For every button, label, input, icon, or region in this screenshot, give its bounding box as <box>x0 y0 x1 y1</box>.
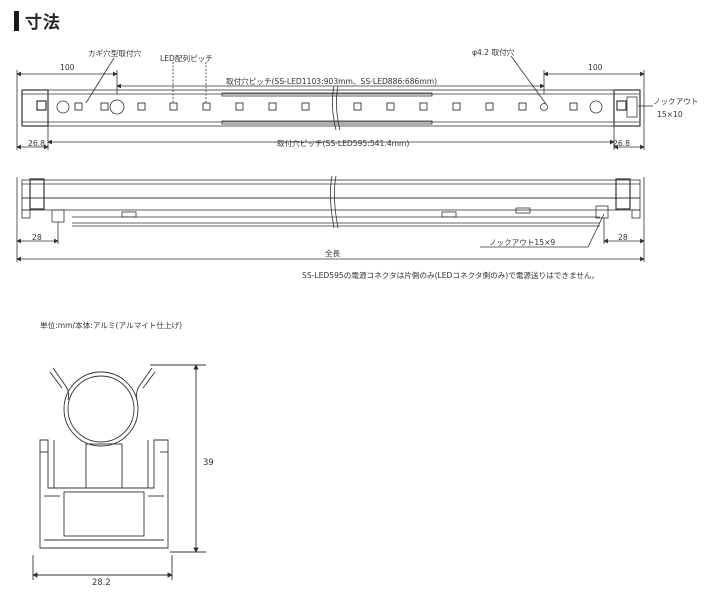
label-28-left: 28 <box>32 233 42 242</box>
side-clip-left <box>51 209 65 223</box>
leader-knockout-side <box>480 213 605 248</box>
side-clip-right <box>595 205 609 219</box>
label-pitch-bottom: 取付穴ピッチ(SS-LED595:541.4mm) <box>277 138 409 148</box>
unit-text: 単位:mm/本体:アルミ(アルマイト仕上げ) <box>40 320 182 330</box>
side-bracket-3 <box>515 207 531 214</box>
knockout-top <box>626 96 638 118</box>
label-height-39: 39 <box>203 457 214 467</box>
label-pitch-top: 取付穴ピッチ(SS-LED1103:903mm、SS-LED886:686mm) <box>226 76 437 86</box>
label-26-8-left: 26.8 <box>28 139 45 148</box>
keyhole-right <box>589 100 603 114</box>
label-26-8-right: 26.8 <box>613 139 630 148</box>
keyhole-left <box>56 100 70 114</box>
label-100-right: 100 <box>588 63 603 72</box>
side-bracket-1 <box>121 211 137 218</box>
connector-left <box>36 100 47 111</box>
end-cap-left <box>21 89 49 127</box>
strip-top <box>221 92 433 97</box>
center-channel <box>85 443 123 489</box>
section-title: 寸法 <box>14 8 61 33</box>
side-cap-right <box>615 178 631 210</box>
clip-arm-right <box>135 367 153 401</box>
side-foot-left <box>21 209 31 219</box>
side-break-b <box>334 175 339 229</box>
side-bracket-2 <box>441 211 457 218</box>
label-knockout-top-1: ノックアウト <box>653 97 698 106</box>
strip-bottom <box>221 120 433 125</box>
leader-keyhole <box>85 57 115 104</box>
title-marker <box>14 10 19 31</box>
side-view <box>16 175 645 262</box>
break-mark-a <box>332 85 337 131</box>
label-knockout-side: ノックアウト15×9 <box>489 238 555 247</box>
side-break-a <box>330 175 335 229</box>
led-row <box>74 102 578 111</box>
label-100-left: 100 <box>60 63 75 72</box>
lens-circle <box>63 371 139 447</box>
section-title-text: 寸法 <box>25 13 61 33</box>
note-text: SS-LED595の電源コネクタは片側のみ(LEDコネクタ側のみ)で電源送りはで… <box>302 270 599 280</box>
body-profile <box>39 439 169 549</box>
break-mark-b <box>336 85 341 131</box>
label-width-28-2: 28.2 <box>92 577 111 587</box>
mount-hole-right <box>540 103 548 111</box>
label-28-right: 28 <box>618 233 628 242</box>
label-knockout-top-2: 15×10 <box>657 110 683 119</box>
label-hole-dia: φ4.2 取付穴 <box>472 47 515 57</box>
side-foot-right <box>631 209 641 219</box>
leader-hole <box>510 55 547 105</box>
connector-right <box>616 100 627 111</box>
cross-section <box>32 364 206 580</box>
lower-cavity <box>63 491 145 537</box>
label-keyhole: カギ穴型取付穴 <box>88 48 142 58</box>
side-cap-left <box>29 178 45 210</box>
top-view <box>16 55 653 150</box>
label-led-pitch: LED配列ピッチ <box>160 53 213 63</box>
end-cap-right <box>613 89 641 127</box>
keyhole-left-2 <box>109 99 125 115</box>
label-total-length: 全長 <box>325 248 341 258</box>
